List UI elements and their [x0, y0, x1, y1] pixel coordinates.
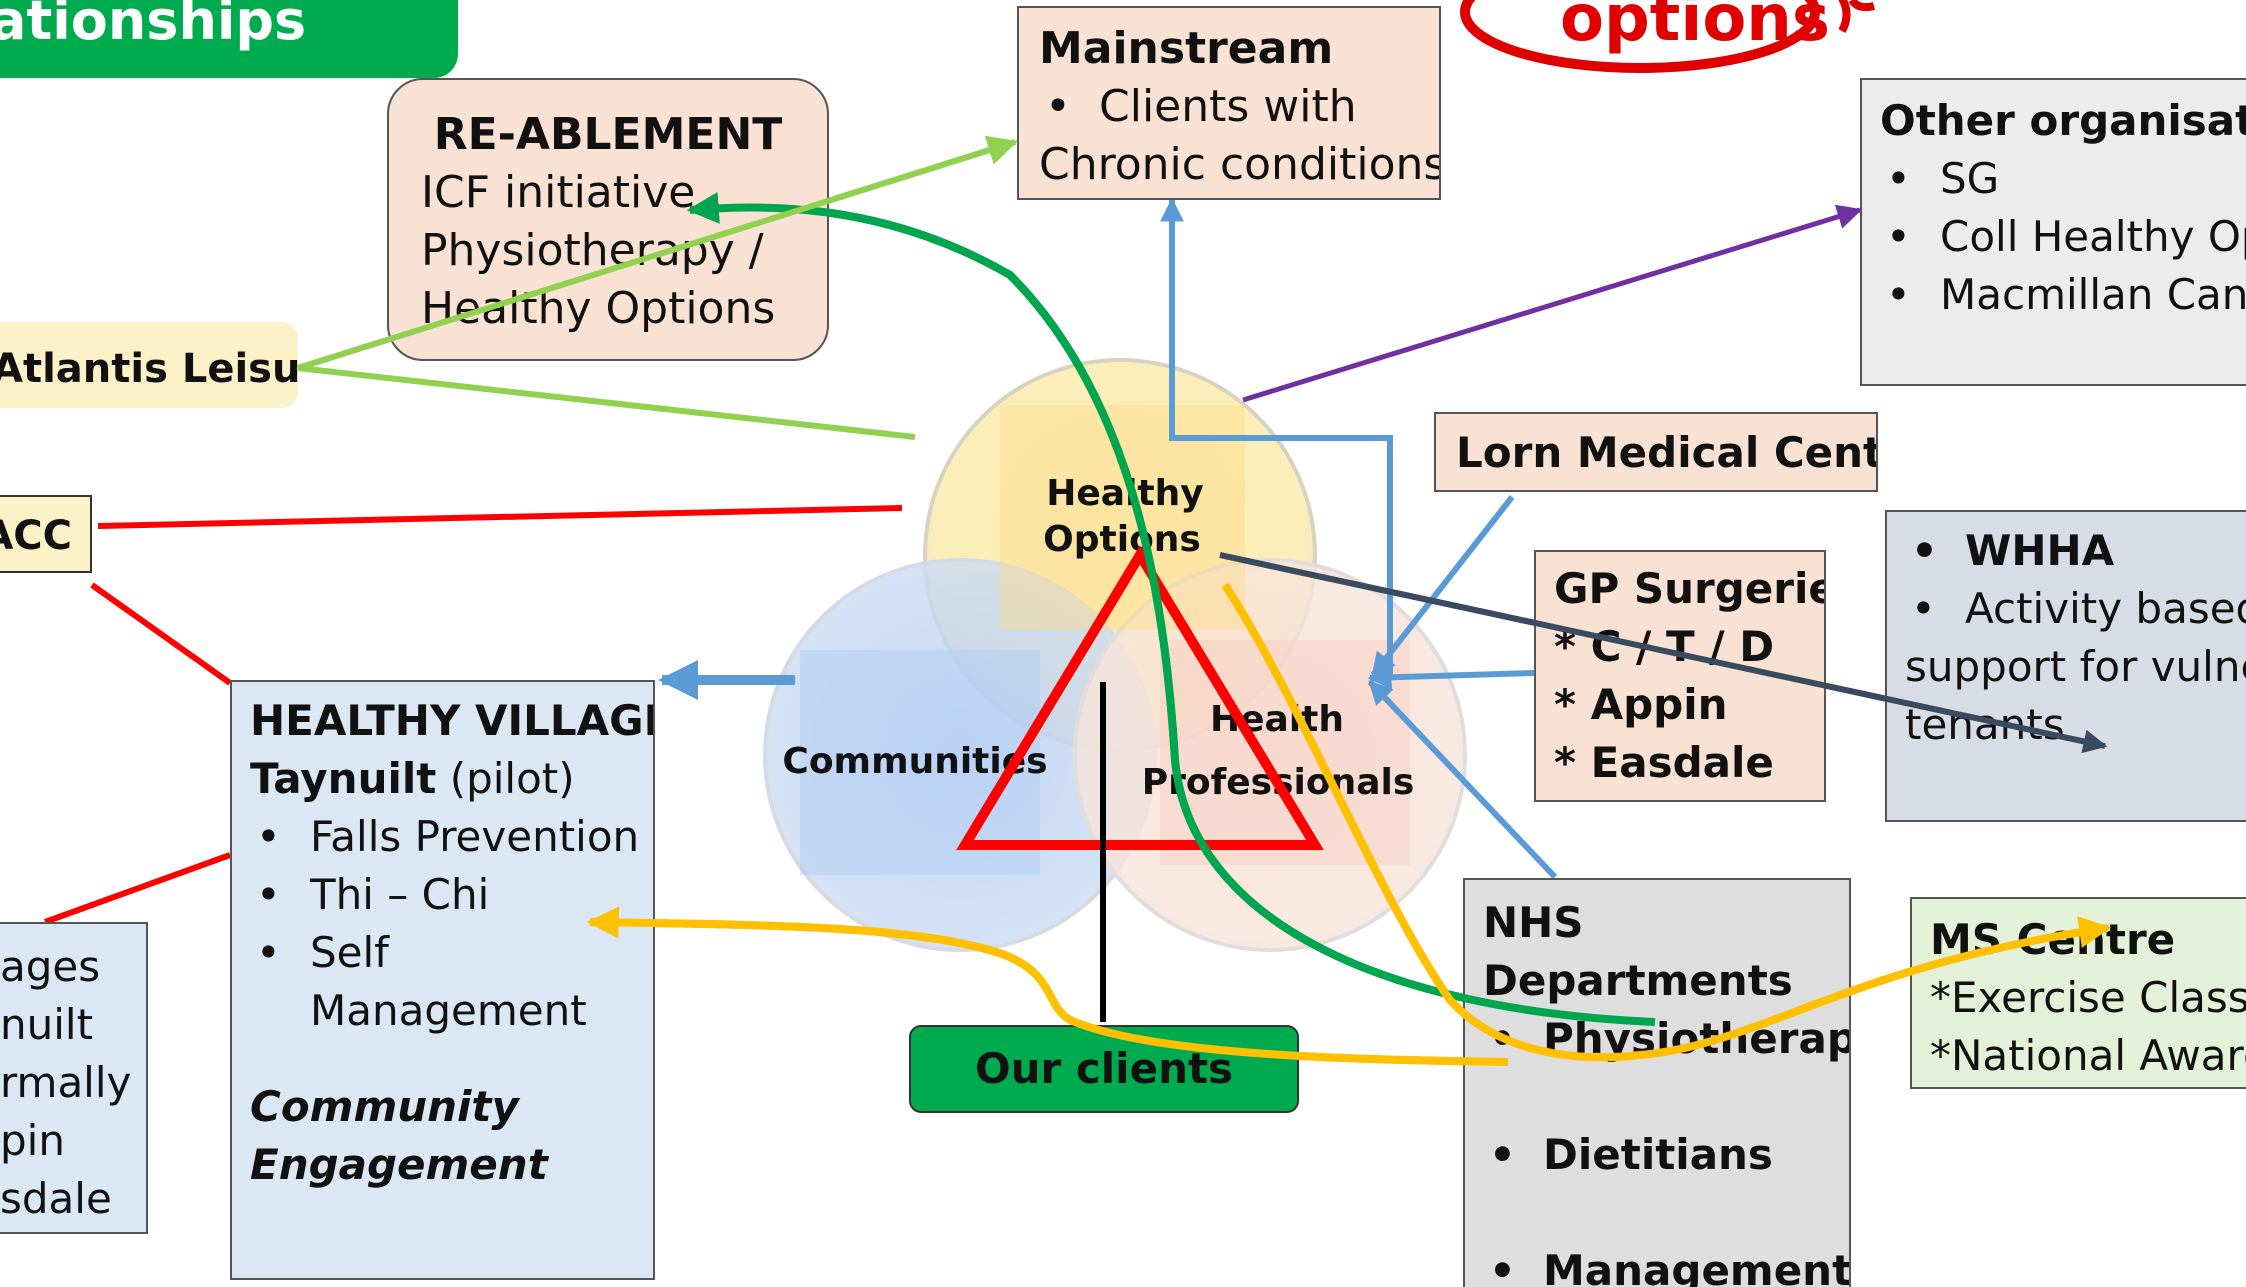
lorn-box: Lorn Medical Centre [1434, 412, 1878, 492]
atlantis-healthy-connector [297, 365, 916, 440]
villages-left-connector [43, 852, 232, 925]
villages-footer-1: Community [250, 1082, 519, 1131]
villages-footer-2: Engagement [250, 1140, 548, 1189]
villages-left-line-3: rmally [0, 1058, 132, 1107]
gp-item-2: * Appin [1554, 680, 1728, 729]
whha-line-3: tenants [1905, 700, 2065, 749]
whha-line-2: support for vulnerable [1905, 642, 2246, 691]
acc-villages-connector [90, 582, 232, 686]
reablement-line-3: Healthy Options [421, 283, 776, 334]
acc-text: ACC [0, 513, 72, 559]
villages-left-line-5: sdale [0, 1174, 112, 1223]
lorn-text: Lorn Medical Centre [1456, 428, 1876, 477]
villages-left-line-4: pin [0, 1116, 65, 1165]
logo-text: options [1560, 0, 1830, 56]
villages-subtitle-place: Taynuilt [250, 754, 437, 803]
ms-centre-line-1: *Exercise Classes [1930, 973, 2246, 1022]
other-orgs-item-1: SG [1880, 150, 2246, 208]
acc-label: ACC [0, 495, 92, 573]
acc-connector [97, 505, 903, 529]
villages-item-2: Thi – Chi [250, 866, 653, 924]
gp-title: GP Surgeries [1554, 564, 1824, 613]
other-orgs-item-3: Macmillan Cancer [1880, 266, 2246, 324]
whha-line-1: Activity based [1905, 580, 2246, 638]
reablement-line-1: ICF initiative [421, 167, 696, 218]
villages-subtitle-rest: (pilot) [436, 754, 575, 803]
mainstream-box: Mainstream Clients with Chronic conditio… [1017, 6, 1441, 200]
venn-label-options: Options [1043, 519, 1201, 560]
villages-item-1: Falls Prevention [250, 808, 653, 866]
mainstream-item-1-cont: Chronic conditions [1039, 139, 1441, 190]
atlantis-text: Atlantis Leisure [0, 346, 298, 392]
villages-title: HEALTHY VILLAGES [250, 696, 653, 745]
villages-item-3: Self [250, 924, 653, 982]
title-banner: ationships [0, 0, 458, 78]
reablement-title: RE-ABLEMENT [433, 109, 783, 160]
nhs-item-3: Management [1483, 1242, 1849, 1287]
ms-centre-line-2: *National Award [1930, 1031, 2246, 1080]
ms-centre-box: MS Centre *Exercise Classes *National Aw… [1910, 897, 2246, 1089]
villages-left-box: ages nuilt rmally pin sdale [0, 922, 148, 1234]
ms-centre-title: MS Centre [1930, 915, 2176, 964]
villages-item-3-cont: Management [310, 986, 587, 1035]
our-clients-box: Our clients [909, 1025, 1299, 1113]
gp-item-1: * C / T / D [1554, 622, 1775, 671]
gp-box: GP Surgeries * C / T / D * Appin * Easda… [1534, 550, 1826, 802]
other-orgs-arrow [1242, 204, 1863, 403]
title-banner-text: ationships [0, 0, 307, 52]
nhs-title-2: Departments [1483, 956, 1793, 1005]
nhs-title-1: NHS [1483, 898, 1584, 947]
our-clients-text: Our clients [974, 1044, 1234, 1093]
villages-subtitle: Taynuilt (pilot) [250, 750, 653, 808]
nhs-box: NHS Departments Physiotherapy Dietitians… [1463, 878, 1851, 1287]
atlantis-label: Atlantis Leisure [0, 322, 298, 408]
mainstream-item-1: Clients with [1039, 78, 1439, 136]
mainstream-title: Mainstream [1039, 23, 1334, 74]
healthy-villages-box: HEALTHY VILLAGES Taynuilt (pilot) Falls … [230, 680, 655, 1280]
other-orgs-item-2: Coll Healthy Options [1880, 208, 2246, 266]
lorn-arrow [1370, 495, 1515, 677]
whha-title: WHHA [1905, 522, 2246, 580]
other-orgs-box: Other organisations SG Coll Healthy Opti… [1860, 78, 2246, 386]
villages-left-line-2: nuilt [0, 1000, 94, 1049]
other-orgs-title: Other organisations [1880, 96, 2246, 145]
healthy-options-logo: options [1460, 0, 1875, 73]
villages-left-line-1: ages [0, 942, 101, 991]
nhs-item-2: Dietitians [1483, 1126, 1849, 1184]
reablement-box: RE-ABLEMENT ICF initiative Physiotherapy… [387, 78, 829, 361]
nhs-item-1: Physiotherapy [1483, 1010, 1849, 1068]
reablement-line-2: Physiotherapy / [421, 225, 764, 276]
gp-item-3: * Easdale [1554, 738, 1774, 787]
whha-box: WHHA Activity based support for vulnerab… [1885, 510, 2246, 822]
